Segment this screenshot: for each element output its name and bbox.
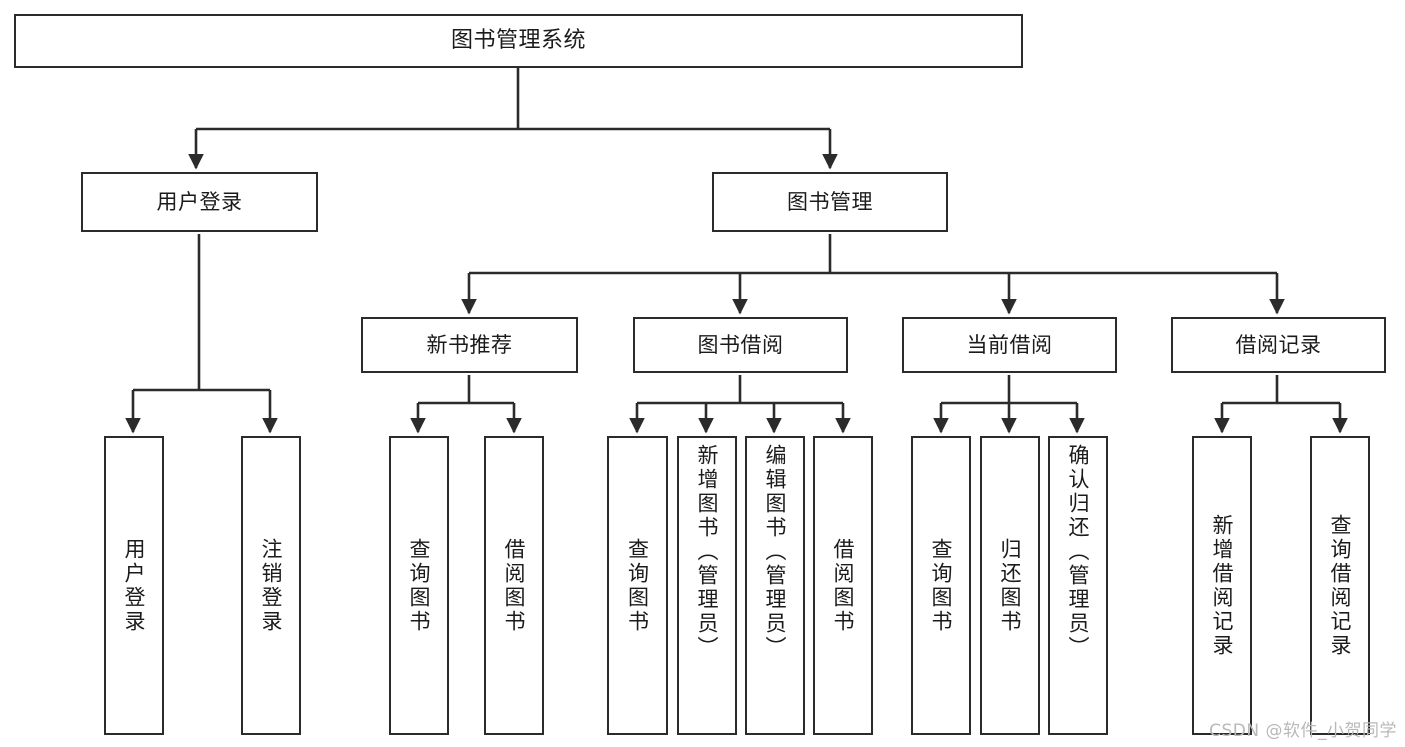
leaf-current-borrow-return-label: 归还图书 [998, 537, 1023, 634]
leaf-user-login-login[interactable]: 用户登录 [104, 436, 164, 735]
leaf-current-borrow-confirm-return[interactable]: 确认归还（管理员） [1048, 436, 1108, 735]
leaf-current-borrow-confirm-return-label: 确认归还（管理员） [1066, 444, 1091, 660]
node-book-management[interactable]: 图书管理 [712, 172, 948, 232]
leaf-book-borrow-borrow-label: 借阅图书 [831, 537, 856, 634]
leaf-current-borrow-query[interactable]: 查询图书 [911, 436, 971, 735]
node-root-book-management-system[interactable]: 图书管理系统 [14, 14, 1023, 68]
leaf-book-borrow-add-label: 新增图书（管理员） [695, 444, 720, 660]
node-user-login-label: 用户登录 [156, 189, 243, 214]
node-borrow-records-label: 借阅记录 [1235, 332, 1322, 357]
leaf-book-borrow-edit[interactable]: 编辑图书（管理员） [745, 436, 805, 735]
leaf-records-query-label: 查询借阅记录 [1328, 513, 1353, 658]
leaf-records-add[interactable]: 新增借阅记录 [1192, 436, 1252, 735]
leaf-current-borrow-return[interactable]: 归还图书 [980, 436, 1040, 735]
leaf-book-borrow-borrow[interactable]: 借阅图书 [813, 436, 873, 735]
leaf-user-login-login-label: 用户登录 [122, 537, 147, 634]
leaf-book-borrow-edit-label: 编辑图书（管理员） [763, 444, 788, 660]
node-book-borrow-label: 图书借阅 [697, 332, 784, 357]
leaf-new-book-query[interactable]: 查询图书 [389, 436, 449, 735]
leaf-new-book-query-label: 查询图书 [407, 537, 432, 634]
node-borrow-records[interactable]: 借阅记录 [1171, 317, 1386, 373]
node-current-borrow-label: 当前借阅 [966, 332, 1053, 357]
node-new-book-recommend[interactable]: 新书推荐 [361, 317, 578, 373]
node-current-borrow[interactable]: 当前借阅 [902, 317, 1117, 373]
node-book-borrow[interactable]: 图书借阅 [633, 317, 848, 373]
leaf-user-login-logout-label: 注销登录 [259, 537, 284, 634]
leaf-book-borrow-query[interactable]: 查询图书 [607, 436, 668, 735]
leaf-records-query[interactable]: 查询借阅记录 [1310, 436, 1370, 735]
leaf-new-book-borrow[interactable]: 借阅图书 [484, 436, 544, 735]
leaf-records-add-label: 新增借阅记录 [1210, 513, 1235, 658]
leaf-book-borrow-add[interactable]: 新增图书（管理员） [677, 436, 737, 735]
leaf-new-book-borrow-label: 借阅图书 [502, 537, 527, 634]
watermark-text: CSDN @软件_小贺同学 [1209, 721, 1397, 741]
leaf-book-borrow-query-label: 查询图书 [625, 537, 650, 634]
leaf-current-borrow-query-label: 查询图书 [929, 537, 954, 634]
node-new-book-recommend-label: 新书推荐 [426, 332, 513, 357]
leaf-user-login-logout[interactable]: 注销登录 [241, 436, 301, 735]
node-user-login[interactable]: 用户登录 [81, 172, 318, 232]
node-book-management-label: 图书管理 [787, 189, 873, 214]
node-root-label: 图书管理系统 [450, 28, 586, 54]
